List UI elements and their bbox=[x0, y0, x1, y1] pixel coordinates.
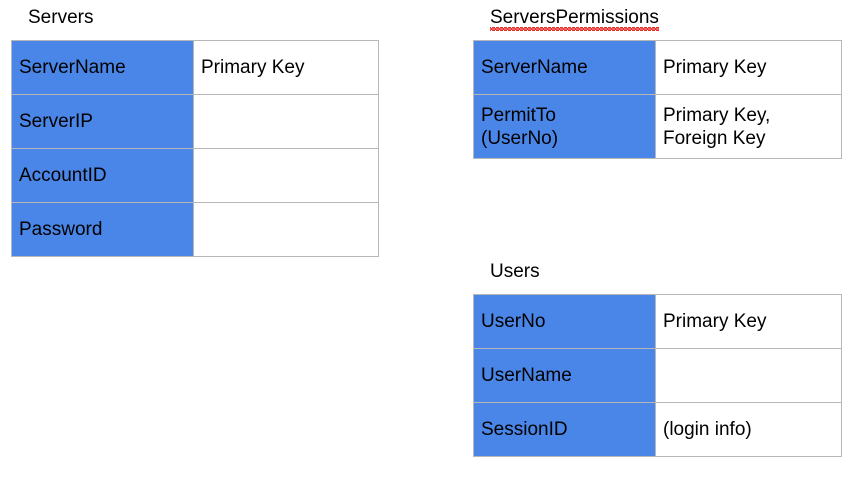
field-note-cell: Primary Key, Foreign Key bbox=[655, 94, 842, 159]
field-name-cell: ServerName bbox=[473, 40, 656, 95]
entity-users: Users UserNo Primary Key UserName Sessio… bbox=[473, 260, 842, 457]
entity-users-table: UserNo Primary Key UserName SessionID (l… bbox=[473, 294, 842, 457]
table-row: PermitTo (UserNo) Primary Key, Foreign K… bbox=[473, 94, 842, 159]
field-note-cell bbox=[193, 148, 379, 203]
table-row: UserNo Primary Key bbox=[473, 294, 842, 349]
table-row: UserName bbox=[473, 348, 842, 403]
field-note-line-1: Primary Key, bbox=[663, 104, 771, 126]
entity-servers-table: ServerName Primary Key ServerIP AccountI… bbox=[11, 40, 379, 257]
entity-serverspermissions-table: ServerName Primary Key PermitTo (UserNo)… bbox=[473, 40, 842, 159]
field-name-line-1: PermitTo bbox=[481, 104, 556, 126]
field-note-line-2: Foreign Key bbox=[663, 127, 766, 149]
entity-serverspermissions: ServersPermissions ServerName Primary Ke… bbox=[473, 6, 842, 159]
field-name-cell: UserName bbox=[473, 348, 656, 403]
table-row: SessionID (login info) bbox=[473, 402, 842, 457]
table-row: Password bbox=[11, 202, 379, 257]
field-note-cell: Primary Key bbox=[655, 294, 842, 349]
entity-servers-title-wrap: Servers bbox=[11, 6, 379, 29]
field-name-cell: ServerIP bbox=[11, 94, 194, 149]
table-row: ServerName Primary Key bbox=[11, 40, 379, 95]
entity-servers-title: Servers bbox=[28, 7, 94, 28]
field-name-cell: Password bbox=[11, 202, 194, 257]
field-note-cell bbox=[193, 94, 379, 149]
field-note-cell: Primary Key bbox=[655, 40, 842, 95]
field-name-line-2: (UserNo) bbox=[481, 127, 559, 149]
field-name-cell: AccountID bbox=[11, 148, 194, 203]
entity-users-title-wrap: Users bbox=[473, 260, 842, 283]
table-row: ServerIP bbox=[11, 94, 379, 149]
field-name-cell: PermitTo (UserNo) bbox=[473, 94, 656, 159]
entity-serverspermissions-title-wrap: ServersPermissions bbox=[473, 6, 842, 31]
field-note-cell: Primary Key bbox=[193, 40, 379, 95]
entity-servers: Servers ServerName Primary Key ServerIP … bbox=[11, 6, 379, 257]
field-note-cell: (login info) bbox=[655, 402, 842, 457]
table-row: ServerName Primary Key bbox=[473, 40, 842, 95]
entity-users-title: Users bbox=[490, 261, 540, 282]
field-name-cell: SessionID bbox=[473, 402, 656, 457]
table-row: AccountID bbox=[11, 148, 379, 203]
field-name-cell: ServerName bbox=[11, 40, 194, 95]
field-note-cell bbox=[655, 348, 842, 403]
entity-serverspermissions-title: ServersPermissions bbox=[473, 6, 659, 31]
field-name-cell: UserNo bbox=[473, 294, 656, 349]
field-note-cell bbox=[193, 202, 379, 257]
